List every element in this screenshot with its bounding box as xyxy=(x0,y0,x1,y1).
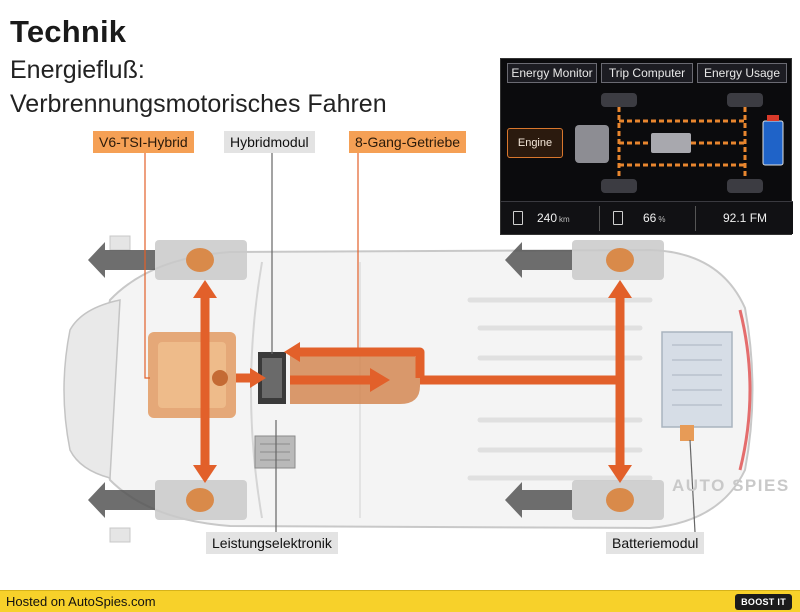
battery-stat: 66% xyxy=(643,202,665,235)
label-battery-module: Batteriemodul xyxy=(606,532,705,554)
energy-monitor-screen: Energy Monitor Trip Computer Energy Usag… xyxy=(500,58,793,235)
tab-energy-usage[interactable]: Energy Usage xyxy=(697,63,787,83)
label-gearbox: 8-Gang-Getriebe xyxy=(349,131,467,153)
flow-gearbox-return xyxy=(300,347,425,378)
tab-trip-computer[interactable]: Trip Computer xyxy=(601,63,693,83)
mini-drivetrain xyxy=(575,93,784,193)
battery-icon xyxy=(613,211,623,225)
energy-flow xyxy=(200,298,625,465)
label-leaders-gray xyxy=(271,152,696,533)
footer-bar: Hosted on AutoSpies.com BOOST IT xyxy=(0,590,800,612)
wheels xyxy=(155,240,664,520)
boost-it-button[interactable]: BOOST IT xyxy=(735,594,792,610)
watermark-text: AUTO SPIES xyxy=(672,476,790,495)
page-subtitle-line1: Energiefluß: xyxy=(10,56,145,84)
battery-unit: % xyxy=(658,215,666,224)
energy-flow-display xyxy=(501,87,793,200)
range-value: 240 xyxy=(537,211,558,225)
power-electronics-graphic xyxy=(254,435,296,469)
engine-graphic xyxy=(148,332,236,418)
page-title: Technik xyxy=(10,14,127,49)
engine-mode-button[interactable]: Engine xyxy=(507,128,563,158)
radio-stat[interactable]: 92.1 FM xyxy=(723,211,768,225)
status-divider xyxy=(599,206,600,231)
battery-value: 66 xyxy=(643,211,657,225)
range-unit: km xyxy=(559,215,570,224)
label-leaders xyxy=(144,152,359,379)
page-subtitle-line2: Verbrennungsmotorisches Fahren xyxy=(10,90,387,118)
status-divider xyxy=(695,206,696,231)
fuel-pump-icon xyxy=(513,211,523,225)
direction-arrows xyxy=(88,242,572,518)
label-power-electronics: Leistungselektronik xyxy=(206,532,338,554)
battery-module-graphic xyxy=(661,331,733,441)
slide: Technik Energiefluß: Verbrennungsmotoris… xyxy=(10,14,793,554)
label-hybrid-module: Hybridmodul xyxy=(224,131,315,153)
flow-arrowheads xyxy=(193,280,632,483)
label-engine: V6-TSI-Hybrid xyxy=(93,131,194,153)
tab-energy-monitor[interactable]: Energy Monitor xyxy=(507,63,597,83)
drivetrain-diagram xyxy=(63,152,754,543)
hosted-on-link[interactable]: Hosted on AutoSpies.com xyxy=(6,594,156,609)
